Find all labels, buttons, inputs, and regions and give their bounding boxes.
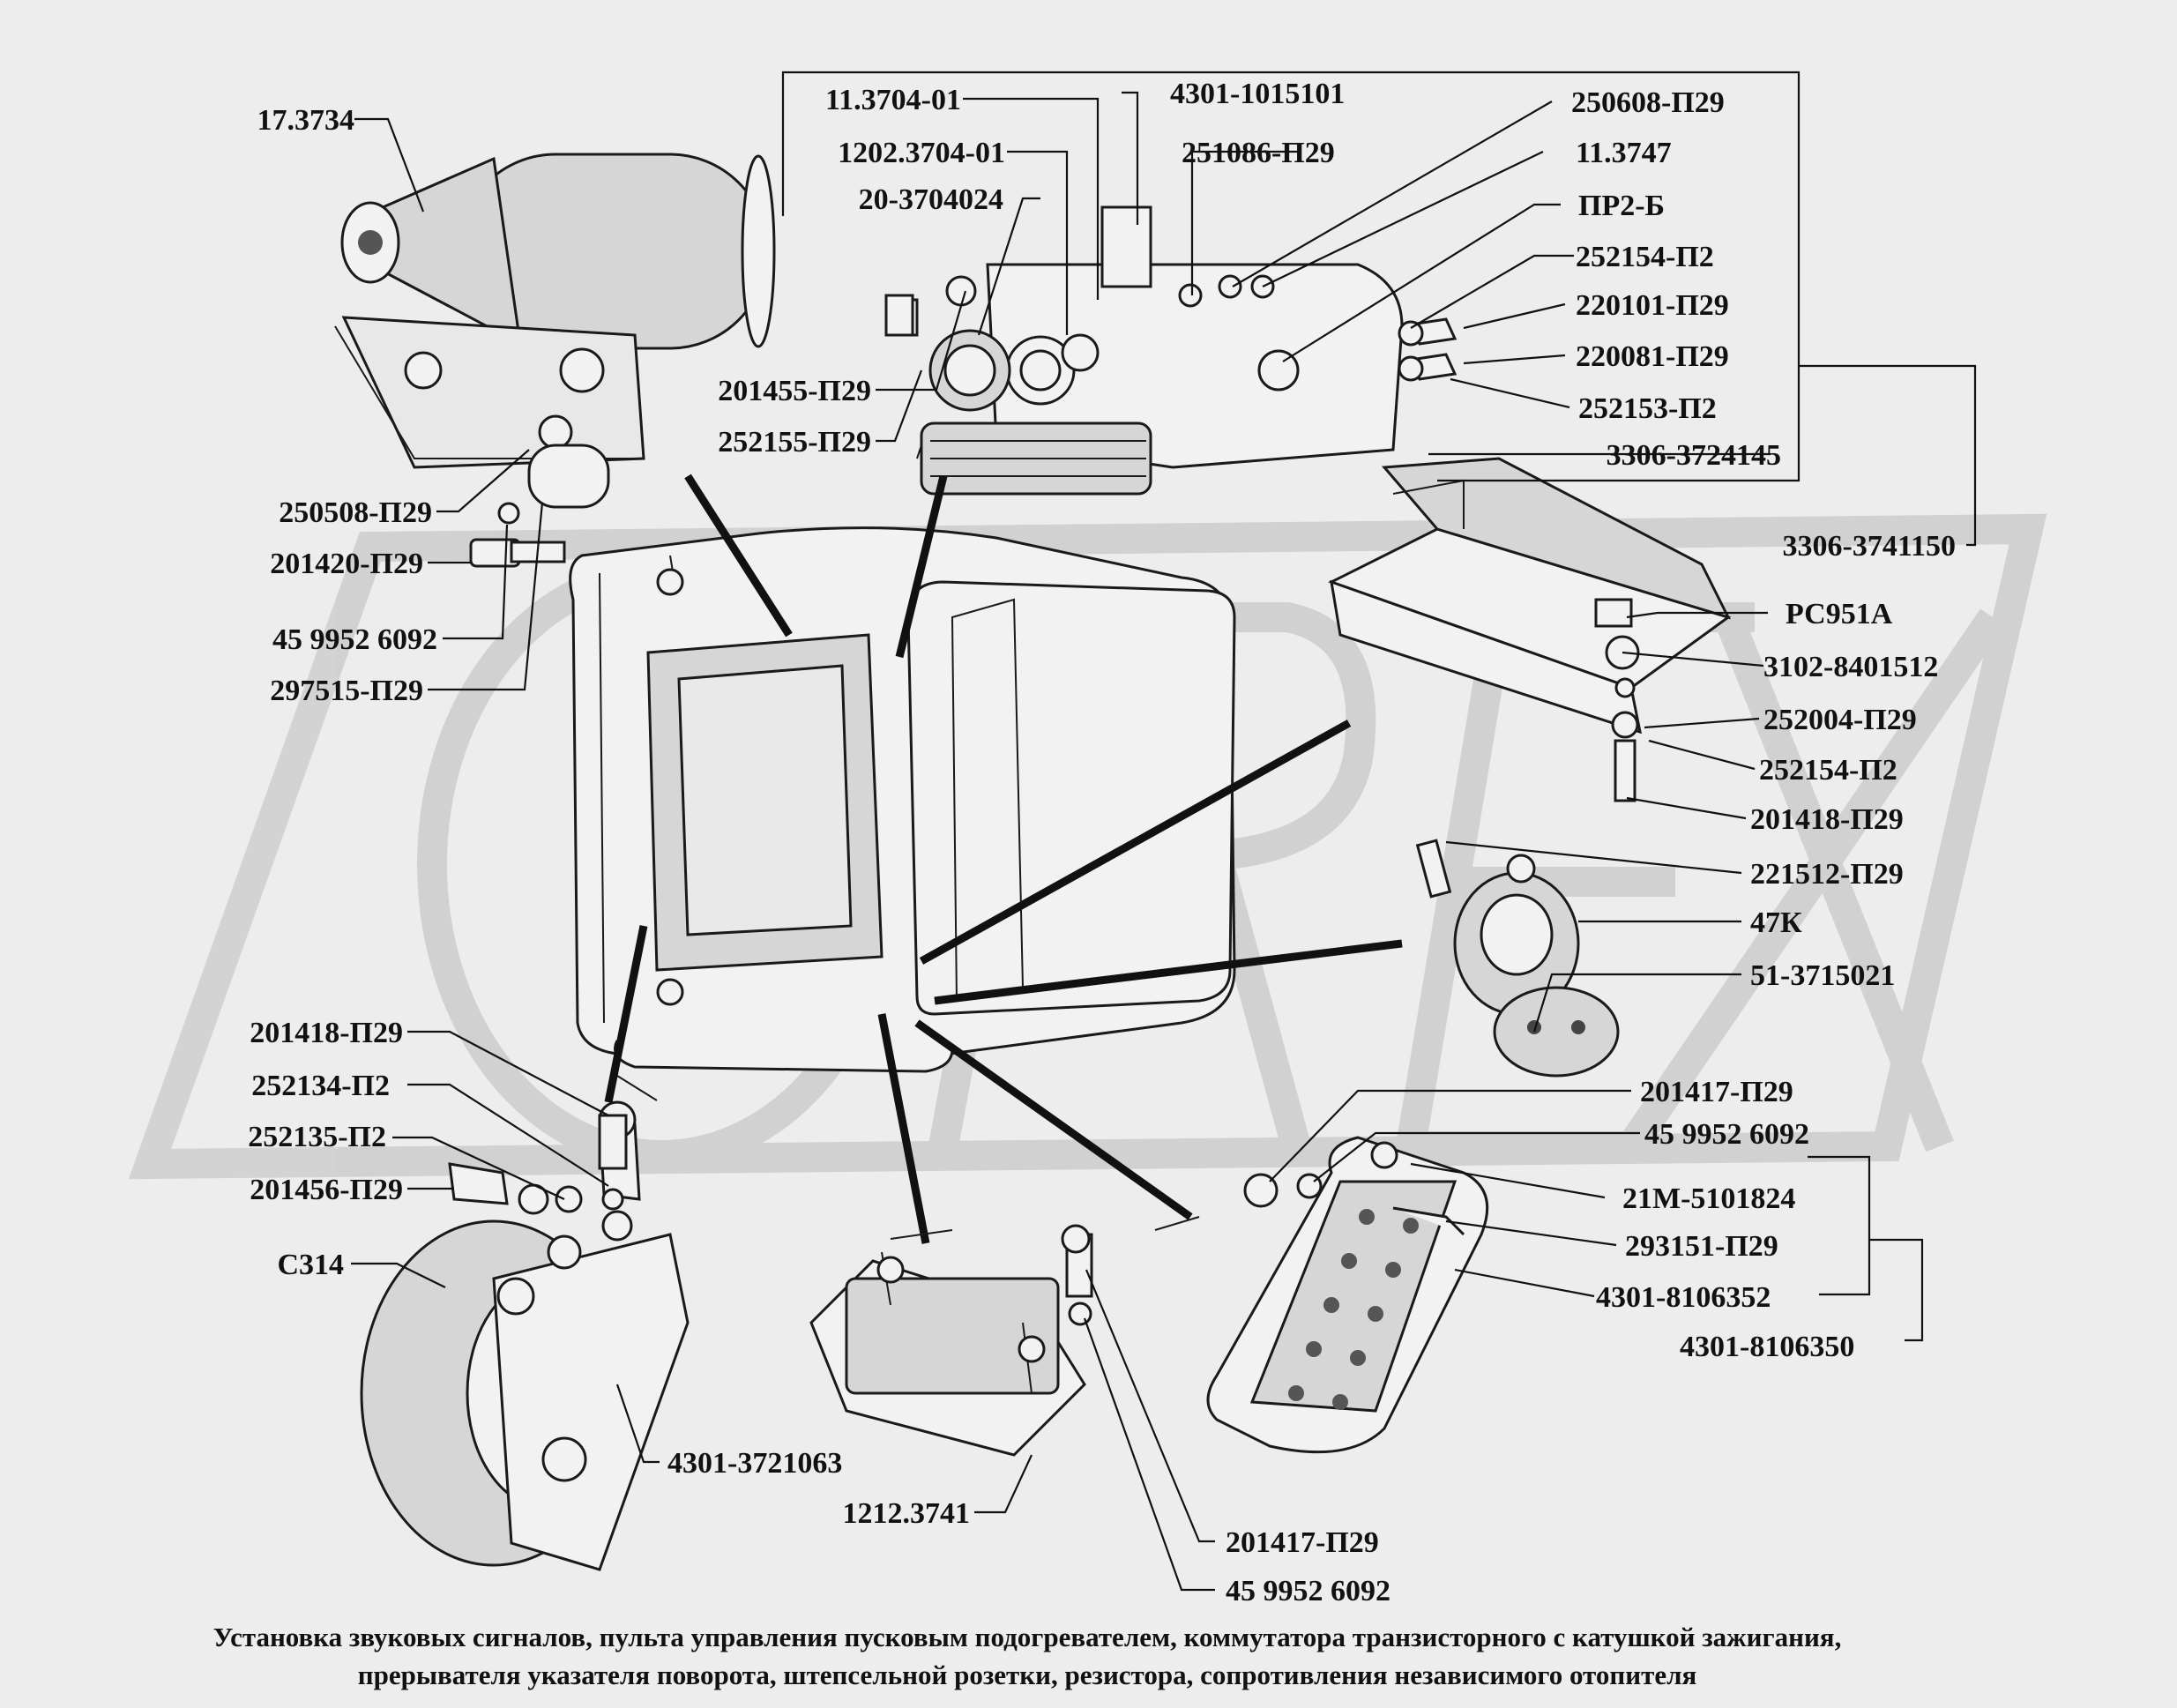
label-251086: 251086-П29 — [1182, 137, 1335, 169]
plug-socket — [1415, 839, 1620, 1078]
label-221512: 221512-П29 — [1750, 858, 1904, 891]
label-252155: 252155-П29 — [718, 426, 871, 459]
label-4301-1015101: 4301-1015101 — [1170, 78, 1345, 110]
part-labels: 17.3734 11.3704-01 4301-1015101 250608-П… — [248, 78, 1956, 1607]
label-201417-r: 201417-П29 — [1640, 1076, 1793, 1108]
label-11-3747: 11.3747 — [1576, 137, 1672, 169]
label-45-9952-6092-b: 45 9952 6092 — [1644, 1118, 1809, 1151]
label-252153: 252153-П2 — [1578, 392, 1717, 425]
label-11-3704-01: 11.3704-01 — [825, 84, 961, 116]
label-20-3704024: 20-3704024 — [859, 183, 1003, 216]
ignition-coil — [334, 153, 776, 509]
caption-line-1: Установка звуковых сигналов, пульта упра… — [213, 1622, 1842, 1652]
label-252135: 252135-П2 — [248, 1121, 386, 1153]
label-297515: 297515-П29 — [270, 675, 423, 707]
label-1202-3704-01: 1202.3704-01 — [838, 137, 1005, 169]
label-252134: 252134-П2 — [251, 1070, 390, 1102]
label-21m-5101824: 21М-5101824 — [1622, 1182, 1795, 1215]
label-c314: С314 — [277, 1249, 344, 1281]
commutator-unit — [1328, 457, 1732, 802]
heater-resistor — [1206, 1136, 1489, 1454]
label-47k: 47К — [1750, 906, 1802, 939]
label-201418-l: 201418-П29 — [250, 1017, 403, 1049]
horn — [360, 1100, 690, 1571]
assembly-arrows — [604, 474, 1403, 1244]
control-panel-bracket — [884, 205, 1458, 496]
label-201417-b: 201417-П29 — [1226, 1526, 1379, 1559]
label-pr2-b: ПР2-Б — [1578, 190, 1665, 222]
label-4301-8106350: 4301-8106350 — [1680, 1331, 1854, 1363]
label-220081: 220081-П29 — [1576, 340, 1729, 373]
label-4301-3721063: 4301-3721063 — [667, 1447, 842, 1480]
label-3306-3724145: 3306-3724145 — [1607, 439, 1781, 472]
label-220101: 220101-П29 — [1576, 289, 1729, 322]
turn-signal-relay — [809, 1224, 1093, 1457]
label-252154-mid: 252154-П2 — [1759, 754, 1897, 787]
label-rs951a: РС951А — [1786, 598, 1893, 630]
caption-line-2: прерывателя указателя поворота, штепсель… — [358, 1660, 1697, 1690]
label-3306-3741150: 3306-3741150 — [1783, 530, 1956, 563]
fasteners — [469, 294, 914, 1170]
label-201455: 201455-П29 — [718, 375, 871, 407]
bracket-lines — [781, 71, 1977, 1342]
label-201456: 201456-П29 — [250, 1174, 403, 1206]
label-17-3734: 17.3734 — [257, 104, 355, 137]
label-201420: 201420-П29 — [270, 548, 423, 580]
label-252154-top: 252154-П2 — [1576, 241, 1714, 273]
label-3102-8401512: 3102-8401512 — [1763, 651, 1938, 683]
cab-outline — [569, 526, 1236, 1073]
label-1212-3741: 1212.3741 — [843, 1497, 971, 1530]
label-250508: 250508-П29 — [279, 496, 432, 529]
label-45-9952-6092-a: 45 9952 6092 — [272, 623, 437, 656]
label-45-9952-6092-c: 45 9952 6092 — [1226, 1575, 1390, 1607]
label-4301-8106352: 4301-8106352 — [1596, 1281, 1771, 1314]
label-293151: 293151-П29 — [1625, 1230, 1778, 1263]
caption: Установка звуковых сигналов, пульта упра… — [213, 1622, 1842, 1690]
leader-lines — [351, 91, 1771, 1592]
label-252004: 252004-П29 — [1763, 704, 1917, 736]
label-201418-r: 201418-П29 — [1750, 803, 1904, 836]
label-51-3715021: 51-3715021 — [1750, 959, 1895, 992]
label-250608: 250608-П29 — [1571, 86, 1725, 119]
